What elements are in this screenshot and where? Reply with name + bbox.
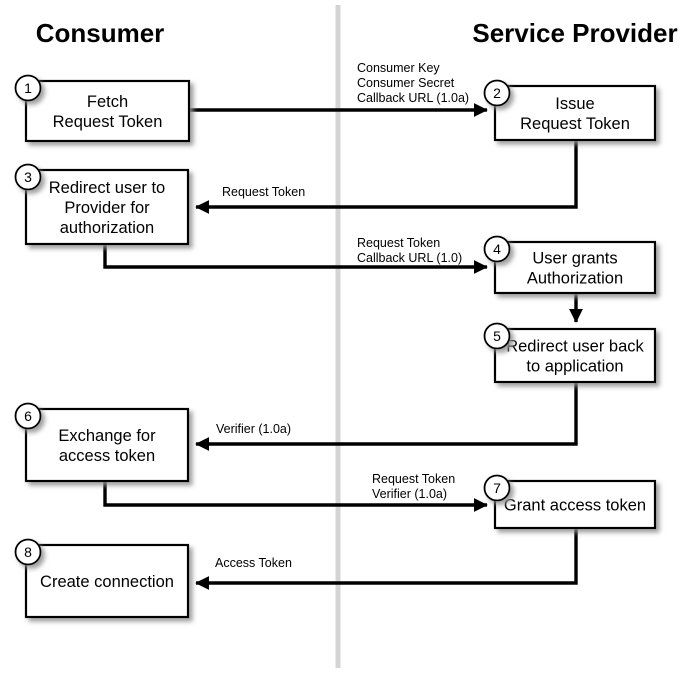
edge-label-line: Callback URL (1.0a) — [357, 91, 469, 105]
edge-label-line: Consumer Key — [357, 61, 440, 75]
box-label-line: Request Token — [520, 115, 630, 133]
box-label-line: Fetch — [87, 93, 128, 111]
box-label-line: Create connection — [40, 573, 174, 591]
edge-path — [103, 481, 488, 512]
box-label-line: access token — [59, 447, 155, 465]
edge-label-5-to-6: Verifier (1.0a) — [216, 422, 291, 436]
step-number-badge-label: 2 — [493, 85, 501, 101]
edge-label-line: Verifier (1.0a) — [372, 487, 447, 501]
edge-label-line: Verifier (1.0a) — [216, 422, 291, 436]
step-number-badge-circle — [14, 402, 42, 430]
edge-path — [195, 529, 578, 590]
edge-label-line: Access Token — [215, 556, 292, 570]
step-number-badge-label: 8 — [24, 544, 32, 560]
step-number-badge-label: 3 — [24, 169, 32, 185]
edge-label-line: Request Token — [222, 185, 305, 199]
step-number-badge-circle — [483, 474, 511, 502]
box-outline — [493, 240, 657, 295]
box-label-line: Request Token — [53, 113, 163, 131]
box-outline — [24, 543, 190, 619]
edge-label-line: Request Token — [357, 236, 440, 250]
consumer-column-title: Consumer — [36, 18, 165, 48]
edge-label-7-to-8: Access Token — [215, 556, 292, 570]
process-box-3[interactable]: Redirect user to Provider for authorizatio… — [14, 163, 190, 246]
step-number-badge-label: 1 — [24, 80, 32, 96]
step-number-badge-circle — [483, 235, 511, 263]
service-provider-column-title: Service Provider — [472, 18, 677, 48]
flow-edge-7-to-8 — [195, 529, 578, 590]
box-label-line: Redirect user back — [506, 338, 644, 356]
box-outline — [493, 84, 657, 142]
process-box-6[interactable]: Exchange for access token 6 — [14, 402, 190, 483]
step-number-badge-circle — [483, 79, 511, 107]
box-label-line: Grant access token — [504, 497, 646, 515]
edge-label-line: Request Token — [372, 472, 455, 486]
box-outline — [24, 79, 191, 143]
box-outline — [24, 168, 190, 246]
step-number-badge-label: 4 — [493, 241, 501, 257]
box-label-line: Issue — [555, 95, 594, 113]
box-label-line: Redirect user to — [49, 179, 165, 197]
process-box-8[interactable]: Create connection 8 — [14, 538, 190, 619]
flow-edge-5-to-6 — [195, 383, 578, 451]
box-label-line: User grants — [532, 250, 617, 268]
process-box-5[interactable]: Redirect user back to application 5 — [483, 322, 657, 384]
flow-edge-2-to-3 — [195, 141, 578, 214]
flow-edge-6-to-7 — [103, 481, 488, 512]
box-label-line: Authorization — [527, 270, 623, 288]
edge-path — [195, 383, 578, 451]
box-label-line: authorization — [60, 219, 154, 237]
step-number-badge-label: 5 — [493, 328, 501, 344]
box-outline — [493, 327, 657, 384]
step-number-badge-circle — [483, 322, 511, 350]
box-outline — [493, 479, 657, 530]
edge-path — [195, 141, 578, 214]
step-number-badge-circle — [14, 74, 42, 102]
step-number-badge-circle — [14, 538, 42, 566]
box-label-line: to application — [526, 358, 623, 376]
edge-label-line: Callback URL (1.0) — [357, 251, 462, 265]
box-label-line: Exchange for — [58, 427, 156, 445]
edge-label-2-to-3: Request Token — [222, 185, 305, 199]
step-number-badge-label: 6 — [24, 408, 32, 424]
edge-label-line: Consumer Secret — [357, 76, 455, 90]
box-label-line: Provider for — [64, 199, 150, 217]
box-outline — [24, 407, 190, 483]
flow-edge-3-to-4 — [103, 244, 488, 274]
step-number-badge-circle — [14, 163, 42, 191]
edges-layer — [103, 103, 583, 590]
step-number-badge-label: 7 — [493, 480, 501, 496]
edge-path — [103, 244, 488, 274]
